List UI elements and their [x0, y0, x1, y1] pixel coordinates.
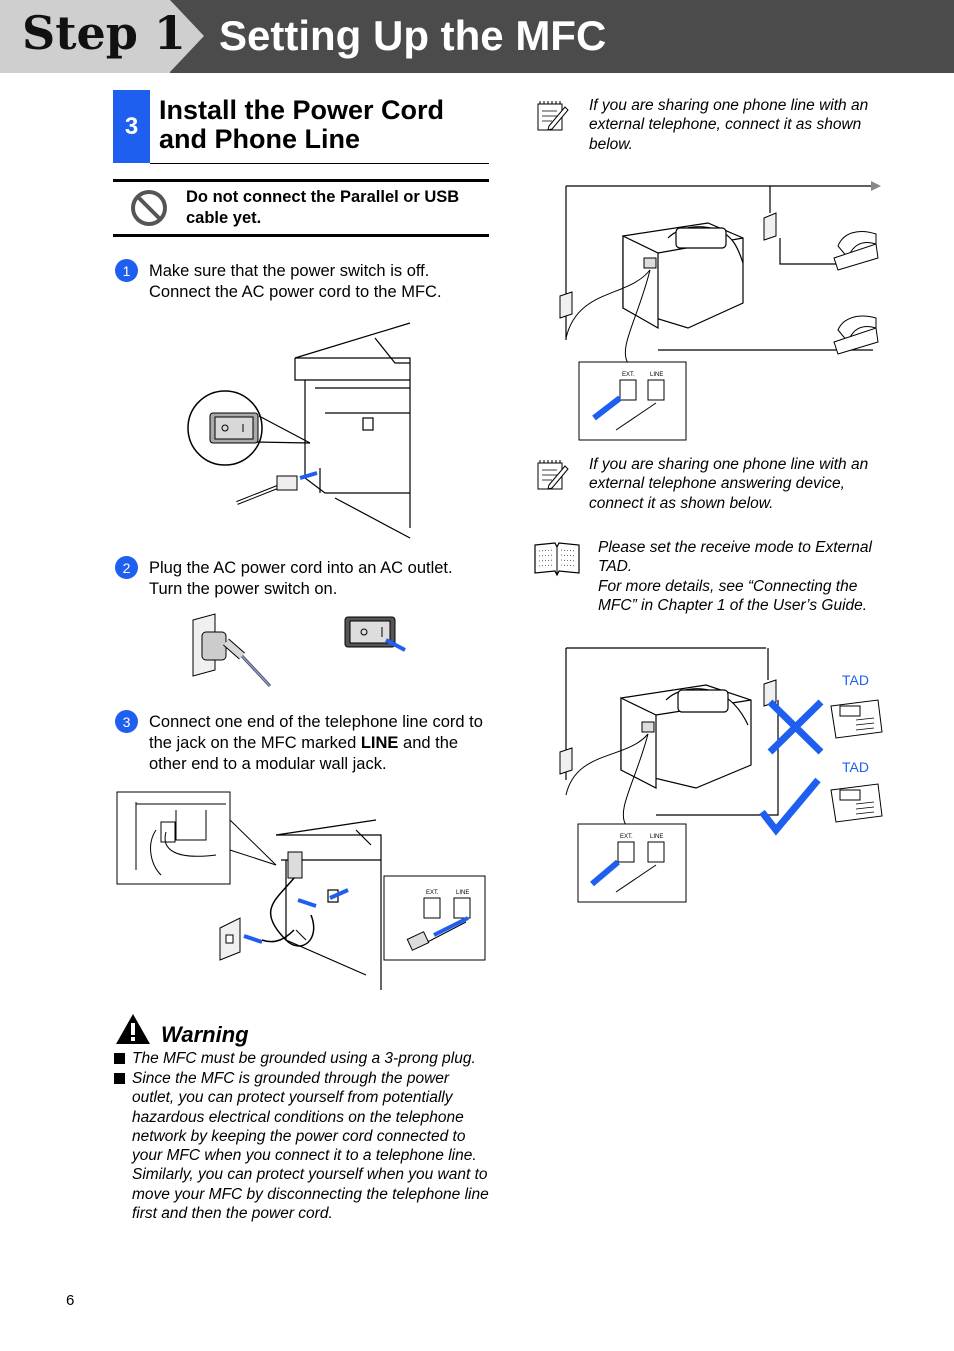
- caution-rule-top: [113, 179, 489, 182]
- svg-text:LINE: LINE: [650, 372, 663, 378]
- svg-text:EXT.: EXT.: [622, 372, 635, 378]
- step-badge-3: 3: [115, 710, 138, 733]
- warning-item-1: The MFC must be grounded using a 3-prong…: [132, 1050, 476, 1067]
- step-1-text: Make sure that the power switch is off. …: [149, 262, 442, 301]
- external-telephone-illustration: EXT. LINE: [559, 181, 881, 441]
- caution-text: Do not connect the Parallel or USB cable…: [186, 188, 460, 227]
- ac-outlet-illustration: [192, 613, 406, 688]
- section-title: Install the Power Cord and Phone Line: [159, 95, 445, 154]
- step-2-text: Plug the AC power cord into an AC outlet…: [149, 559, 453, 598]
- svg-text:EXT.: EXT.: [426, 890, 439, 896]
- note-pencil-icon: [537, 460, 569, 490]
- note-1-text: If you are sharing one phone line with a…: [589, 97, 869, 153]
- prohibited-icon: [131, 190, 167, 226]
- line-jack-label: LINE: [360, 734, 399, 752]
- warning-item-2: Since the MFC is grounded through the po…: [132, 1070, 489, 1223]
- svg-text:LINE: LINE: [456, 890, 469, 896]
- external-tad-illustration: EXT. LINE: [559, 647, 883, 903]
- step-badge-2: 2: [115, 556, 138, 579]
- svg-text:EXT.: EXT.: [620, 834, 633, 840]
- book-note-text: Please set the receive mode to External …: [598, 539, 872, 614]
- svg-text:LINE: LINE: [650, 834, 663, 840]
- phone-line-illustration: EXT. LINE: [116, 791, 486, 990]
- page-number: 6: [66, 1292, 75, 1309]
- step-label: Step 1: [22, 6, 186, 60]
- book-icon: [534, 542, 580, 577]
- warning-bullet: [114, 1053, 125, 1064]
- warning-heading: Warning: [161, 1022, 249, 1047]
- warning-bullet: [114, 1073, 125, 1084]
- section-rule: [150, 163, 489, 164]
- warning-icon: [116, 1014, 150, 1044]
- step-badge-1: 1: [115, 259, 138, 282]
- step-tab-arrow: [170, 0, 204, 72]
- power-switch-illustration: [187, 322, 411, 539]
- tad-label-top: TAD: [842, 672, 869, 688]
- step-tab: [0, 0, 170, 73]
- note-2-text: If you are sharing one phone line with a…: [589, 456, 869, 512]
- tad-label-bottom: TAD: [842, 759, 869, 775]
- caution-rule-bottom: [113, 234, 489, 237]
- section-number: 3: [113, 90, 150, 163]
- note-pencil-icon: [537, 101, 569, 131]
- step-3-text: Connect one end of the telephone line co…: [149, 713, 483, 773]
- page-title: Setting Up the MFC: [219, 12, 607, 59]
